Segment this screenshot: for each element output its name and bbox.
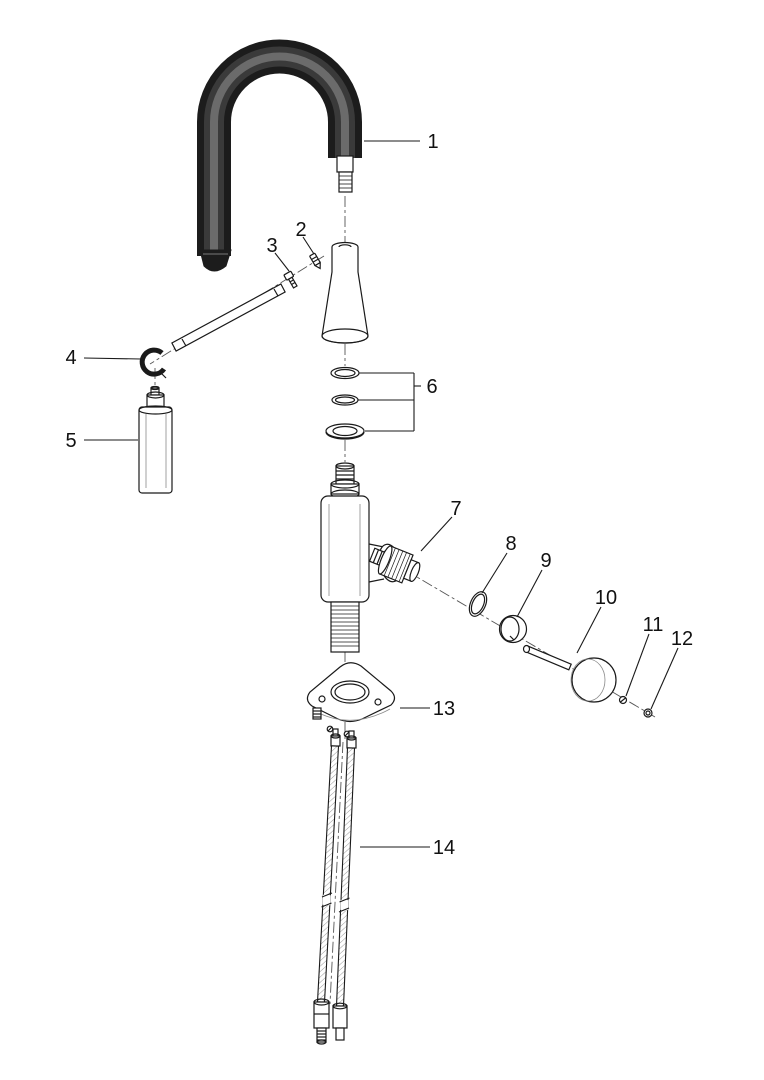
threaded-shank [330, 601, 360, 653]
hose-end-fittings [313, 998, 348, 1045]
callout-12: 12 [671, 628, 693, 650]
spout-thread-lines [339, 175, 352, 189]
spout-base-cone [321, 241, 369, 344]
callout-11: 11 [643, 614, 664, 636]
plug-cap-part [643, 708, 653, 718]
supply-hoses-part [313, 728, 357, 1045]
callout-14: 14 [433, 837, 455, 859]
o-ring-part [468, 591, 488, 617]
cap-part [498, 614, 528, 644]
callout-labels: 1 2 3 4 5 6 7 8 9 10 11 12 13 14 [65, 131, 693, 859]
leader-lines [83, 140, 679, 848]
lever-handle-part [522, 644, 617, 703]
screw-part [283, 270, 298, 289]
callout-10: 10 [595, 587, 617, 609]
callout-13: 13 [433, 698, 455, 720]
spray-end-tip [199, 249, 232, 272]
callout-3: 3 [266, 235, 277, 257]
handle-screw-part [618, 695, 628, 705]
mounting-base-part [306, 662, 396, 738]
weight-sleeve-part [138, 385, 173, 494]
callout-4: 4 [65, 347, 76, 369]
callout-9: 9 [540, 550, 551, 572]
callout-5: 5 [65, 430, 76, 452]
callout-7: 7 [450, 498, 461, 520]
callout-1: 1 [427, 131, 438, 153]
spout-part [197, 39, 362, 272]
set-screw-part [309, 252, 321, 270]
guide-tube [171, 283, 286, 352]
seal-rings-part [325, 366, 365, 440]
callout-2: 2 [295, 219, 306, 241]
callout-6: 6 [426, 376, 437, 398]
cartridge-part [368, 545, 421, 584]
retaining-clip-part [139, 347, 167, 379]
callout-8: 8 [505, 533, 516, 555]
hose-break-marks [321, 892, 350, 913]
